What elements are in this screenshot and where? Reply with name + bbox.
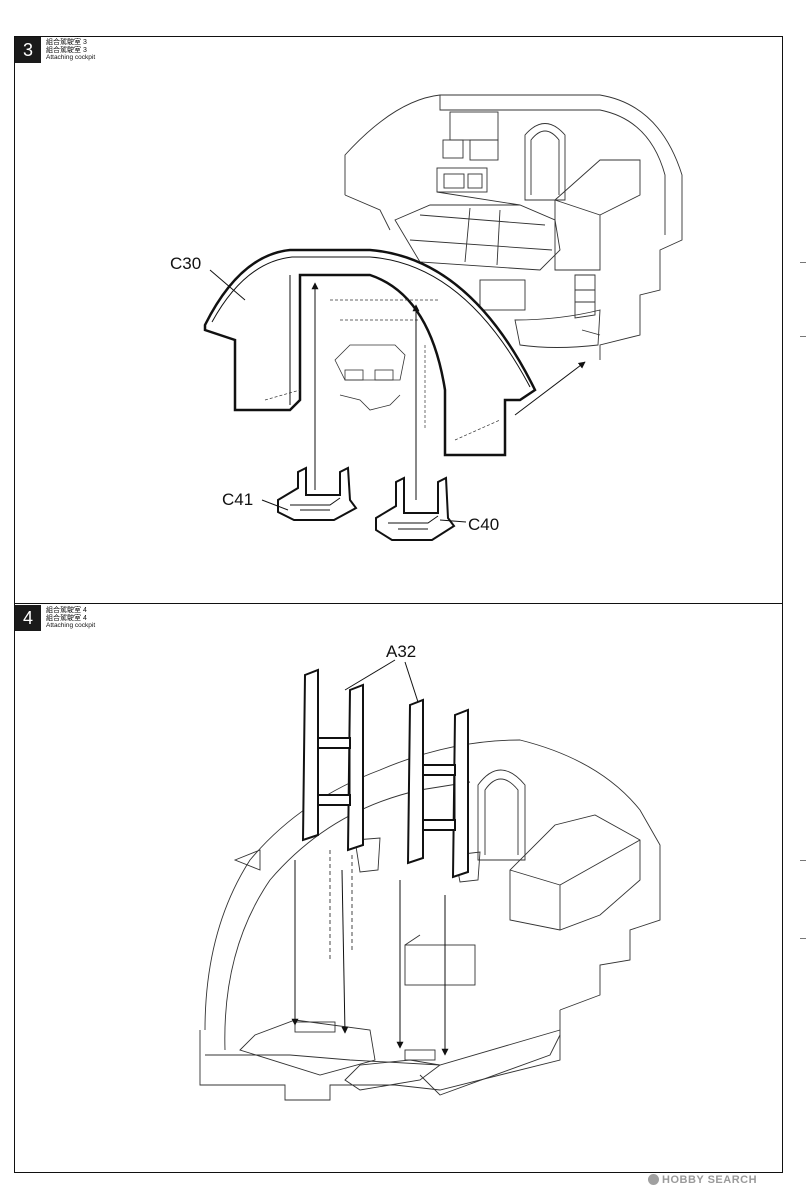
label-a32: A32 [386,642,416,661]
label-c30: C30 [170,254,201,273]
step-3-arrows [311,282,586,500]
step-4-caption-en: Attaching cockpit [46,622,96,629]
step-3-caption-zh-1: 組合駕駛室 3 [46,39,87,46]
step-4-arrows [291,860,449,1056]
step-3-caption: 組合駕駛室 3 組合駕駛室 3 Attaching cockpit [46,39,95,62]
edge-tick [800,938,806,939]
step-4-cockpit-assembly [199,739,661,1101]
step-4-caption: 組合駕駛室 4 組合駕駛室 4 Attaching cockpit [46,607,95,630]
step-3-caption-zh-2: 組合駕駛室 3 [46,46,87,54]
label-c41: C41 [222,490,253,509]
part-c40-seat-base [375,476,456,541]
hobby-search-logo-icon [648,1174,659,1185]
step-divider [14,603,783,604]
step-3-cockpit-assembly [344,94,683,360]
step-4-number: 4 [15,605,41,631]
watermark: HOBBY SEARCH [648,1174,757,1186]
step-4-caption-zh-1: 組合駕駛室 4 [46,607,87,614]
part-a32-seat-rails [301,668,469,879]
edge-tick [800,336,806,337]
step-3-number: 3 [15,37,41,63]
part-c41-seat-base [277,466,358,521]
step-3-leaders [209,269,467,523]
label-c40: C40 [468,515,499,534]
step-4-leaders [344,659,419,703]
instruction-frame [14,36,783,1173]
step-3-caption-en: Attaching cockpit [46,54,96,61]
part-c30-frame [203,248,537,457]
edge-tick [800,860,806,861]
edge-tick [800,262,806,263]
step-4-caption-zh-2: 組合駕駛室 4 [46,614,87,622]
watermark-text: HOBBY SEARCH [662,1174,758,1186]
